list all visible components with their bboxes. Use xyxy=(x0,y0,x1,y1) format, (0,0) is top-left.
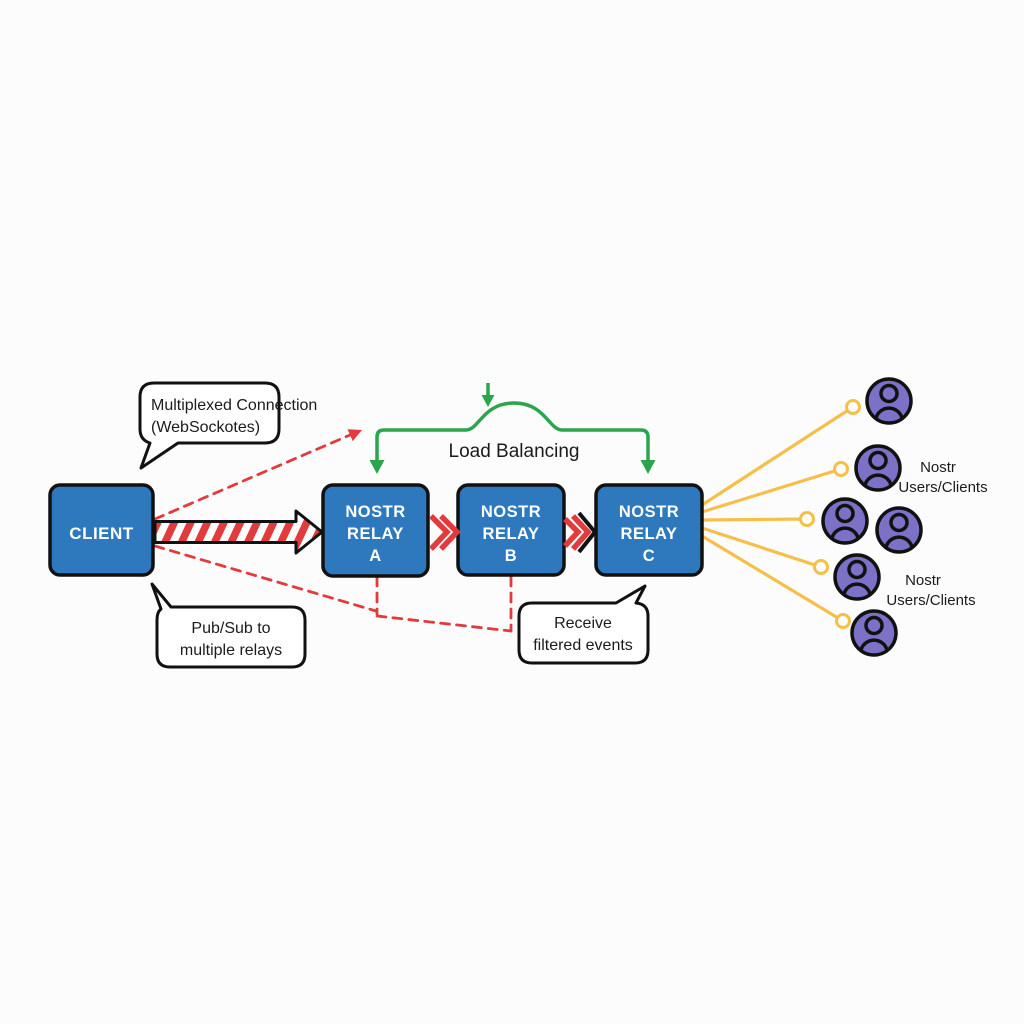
relay-b-letter: B xyxy=(505,547,517,565)
relay-c-letter: C xyxy=(643,547,655,565)
nostr-users-group xyxy=(821,377,923,657)
relay-forward-arrow-ab xyxy=(428,514,461,551)
client-node: CLIENT xyxy=(48,483,155,577)
user-icon xyxy=(875,506,923,554)
pubsub-line1: Pub/Sub to xyxy=(191,620,270,637)
users-label-top: Nostr Users/Clients xyxy=(898,459,987,496)
link-endpoint-dot xyxy=(813,559,829,575)
user-icon xyxy=(821,497,869,545)
pubsub-callout: Pub/Sub to multiple relays xyxy=(150,582,307,669)
multiplexed-connection-arrow xyxy=(153,509,324,555)
user-link-line xyxy=(701,534,844,623)
relay-forward-arrow-bc xyxy=(562,511,598,554)
callout-bubble xyxy=(517,584,650,665)
callout-bubble xyxy=(138,381,281,470)
dashed-line-client-up xyxy=(153,433,352,521)
users-label-line1: Nostr xyxy=(905,572,941,589)
user-icon xyxy=(833,553,881,601)
relay-a-line1: NOSTR xyxy=(345,503,405,521)
red-chevron-icon xyxy=(428,514,451,551)
red-chevron-icon xyxy=(438,514,461,551)
relay-b-node: NOSTR RELAY B xyxy=(456,483,566,577)
relay-c-line2: RELAY xyxy=(621,525,678,543)
red-chevron-icon xyxy=(562,517,582,548)
red-chevron-icon xyxy=(570,514,592,551)
green-arrowhead-icon xyxy=(369,460,385,474)
relay-c-box xyxy=(594,483,704,577)
link-endpoint-dot xyxy=(799,511,815,527)
client-label: CLIENT xyxy=(69,524,134,543)
client-box xyxy=(48,483,155,577)
user-icon xyxy=(865,377,913,425)
multiplexed-line2: (WebSockotes) xyxy=(151,419,260,436)
bracket-path xyxy=(375,401,650,465)
relay-a-node: NOSTR RELAY A xyxy=(321,483,430,578)
users-label-line2: Users/Clients xyxy=(886,592,975,609)
pubsub-line2: multiple relays xyxy=(180,642,282,659)
relay-c-line1: NOSTR xyxy=(619,503,679,521)
user-icon xyxy=(850,609,898,657)
pubsub-dashed-lines xyxy=(153,429,513,633)
callout-bubble xyxy=(150,582,307,669)
relay-a-box xyxy=(321,483,430,578)
relay-a-line2: RELAY xyxy=(347,525,404,543)
link-endpoint-dot xyxy=(835,613,851,629)
receive-line2: filtered events xyxy=(533,637,633,654)
users-label-bottom: Nostr Users/Clients xyxy=(886,572,975,609)
dashed-line-arrowhead-icon xyxy=(347,429,362,442)
users-label-line2: Users/Clients xyxy=(898,479,987,496)
black-chevron-icon xyxy=(577,511,598,554)
relay-b-line2: RELAY xyxy=(483,525,540,543)
receive-events-callout: Receive filtered events xyxy=(517,584,650,665)
receive-line1: Receive xyxy=(554,615,612,632)
relay-b-line1: NOSTR xyxy=(481,503,541,521)
relay-to-user-links xyxy=(701,399,861,629)
link-endpoint-dot xyxy=(833,461,849,477)
link-endpoint-dot xyxy=(845,399,861,415)
relay-a-letter: A xyxy=(369,547,381,565)
green-arrowhead-icon xyxy=(640,460,656,474)
user-link-line xyxy=(701,405,854,507)
relay-c-node: NOSTR RELAY C xyxy=(594,483,704,577)
user-link-line xyxy=(701,517,808,522)
multiplexed-connection-callout: Multiplexed Connection (WebSockotes) xyxy=(138,381,317,470)
user-icon xyxy=(854,444,902,492)
load-balancing-label: Load Balancing xyxy=(449,441,580,462)
users-label-line1: Nostr xyxy=(920,459,956,476)
load-balancing-bracket xyxy=(369,383,656,474)
green-arrowhead-icon xyxy=(481,395,495,407)
dashed-line-bottom-horizontal xyxy=(375,614,513,633)
multiplexed-line1: Multiplexed Connection xyxy=(151,397,317,414)
user-link-line xyxy=(701,467,842,514)
dashed-line-client-down xyxy=(153,544,378,613)
user-link-line xyxy=(701,526,822,569)
